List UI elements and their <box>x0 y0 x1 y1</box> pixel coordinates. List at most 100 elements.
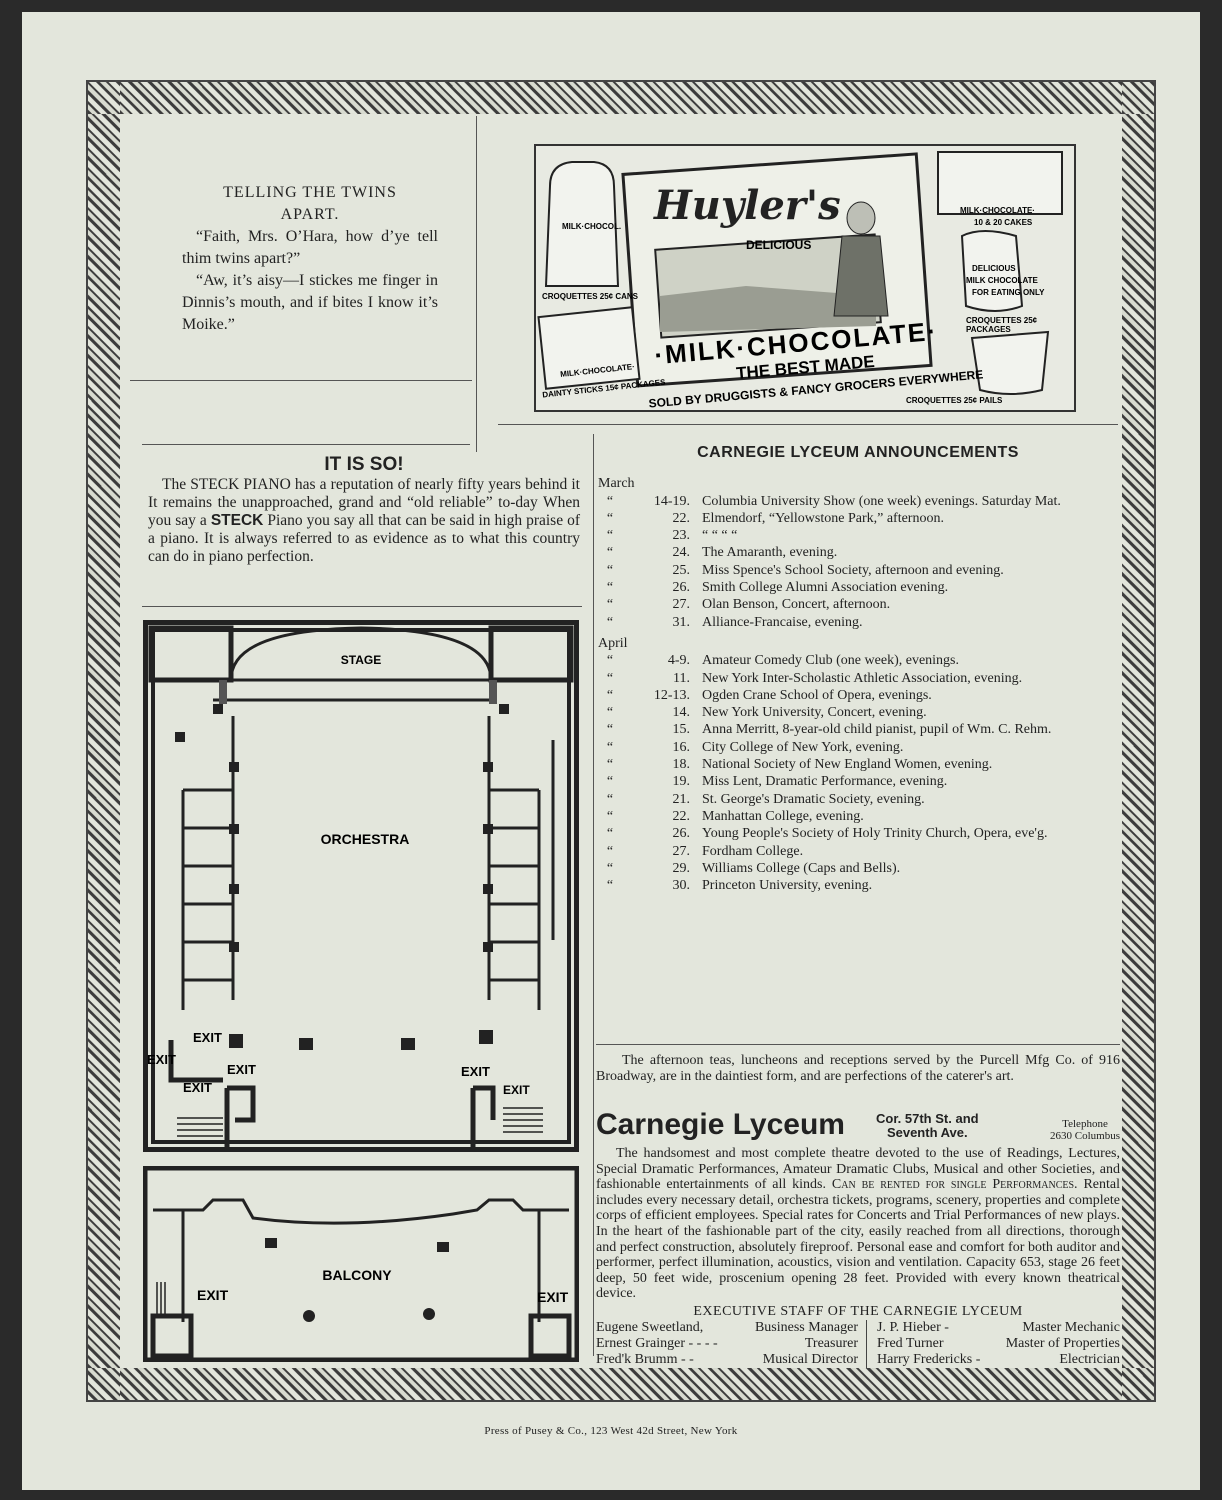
telephone-number: 2630 Columbus <box>1050 1130 1120 1142</box>
ditto-mark: “ <box>606 493 614 509</box>
ditto-mark: “ <box>606 843 614 859</box>
announcement-date: 18. <box>672 757 691 773</box>
announcement-row: “29.Williams College (Caps and Bells). <box>596 860 1120 877</box>
announcement-row: “16.City College of New York, evening. <box>596 739 1120 756</box>
balcony-corner-right <box>528 1313 572 1359</box>
announcement-row: “ 22. Elmendorf, “Yellowstone Park,” after… <box>596 510 1120 527</box>
staff-role: Electrician <box>1059 1352 1120 1367</box>
announcement-date: 30. <box>672 878 691 894</box>
announcement-date: 4-9. <box>667 653 690 669</box>
announcement-date: 26. <box>672 826 691 842</box>
announcement-event: Anna Merritt, 8-year-old child pianist, … <box>702 722 1052 738</box>
divider <box>593 434 594 1356</box>
announcement-row: “26.Smith College Alumni Association eve… <box>596 579 1120 596</box>
ad-tin <box>960 230 1024 312</box>
announcement-event: Fordham College. <box>702 843 804 859</box>
announcement-row: “ 25. Miss Spence's School Society, aftern… <box>596 562 1120 579</box>
announcements-heading: CARNEGIE LYCEUM ANNOUNCEMENTS <box>697 444 1019 461</box>
plan-exit-label: EXIT <box>503 1083 530 1097</box>
ditto-mark: “ <box>606 562 614 578</box>
ad-tin-milk: MILK CHOCOLATE <box>966 276 1038 285</box>
plan-stage-box-left <box>148 625 234 683</box>
ad-cakes-label: 10 & 20 CAKES <box>974 218 1033 227</box>
ditto-mark: “ <box>606 687 614 703</box>
lyceum-telephone: Telephone 2630 Columbus <box>1050 1118 1120 1142</box>
announcement-date: 11. <box>673 670 690 686</box>
address-line: Seventh Ave. <box>886 1125 968 1140</box>
plan-stairs <box>177 1107 543 1137</box>
ditto-mark: “ <box>606 705 614 721</box>
announcement-date: 22. <box>672 808 691 824</box>
orchestra-floor-plan: STAGE ORCHESTRA EXIT EXIT EXIT EXIT EXIT… <box>143 620 579 1152</box>
plan-orchestra-label: ORCHESTRA <box>321 831 410 847</box>
announcement-date: 24. <box>672 545 691 561</box>
staff-row: Eugene Sweetland,Business Manager <box>596 1320 858 1336</box>
announcement-date: 21. <box>672 791 691 807</box>
plan-exit-label: EXIT <box>147 1052 176 1067</box>
ad-tin-delicious: DELICIOUS <box>972 264 1016 273</box>
ditto-mark: “ <box>606 580 614 596</box>
announcement-event: New York University, Concert, evening. <box>702 705 927 721</box>
month-label-march: March <box>598 476 635 492</box>
twins-joke: TELLING THE TWINS APART. “Faith, Mrs. O’… <box>182 182 438 336</box>
ad-box-top-label: MILK·CHOCOLATE· <box>960 206 1035 215</box>
announcement-date: 26. <box>672 580 691 596</box>
steck-piano-notice: IT IS SO! The STECK PIANO has a reputati… <box>148 455 580 566</box>
plan-pillars <box>175 704 509 1050</box>
lyceum-desc-rent: Can be rented for single Performances. <box>831 1177 1078 1193</box>
announcement-date: 12-13. <box>653 687 690 703</box>
announcement-date: 27. <box>672 597 691 613</box>
executive-staff: EXECUTIVE STAFF OF THE CARNEGIE LYCEUM E… <box>596 1304 1120 1368</box>
ad-pail <box>970 330 1050 395</box>
ad-can-label: CROQUETTES 25¢ CANS <box>542 292 639 301</box>
plan-stage-label: STAGE <box>341 653 381 667</box>
divider <box>476 116 477 452</box>
caterer-notice: The afternoon teas, luncheons and recept… <box>596 1053 1120 1084</box>
announcement-date: 22. <box>672 510 691 526</box>
ditto-mark: “ <box>606 545 614 561</box>
ditto-mark: “ <box>606 614 614 630</box>
announcement-row: “27.Olan Benson, Concert, afternoon. <box>596 596 1120 613</box>
april-list: “ 4-9. Amateur Comedy Club (one week), eve… <box>596 652 1120 894</box>
twins-title-cont: APART. <box>280 206 340 223</box>
printer-imprint: Press of Pusey & Co., 123 West 42d Stree… <box>484 1425 738 1437</box>
plan-boxes-left <box>181 788 233 1010</box>
staff-role: Treasurer <box>804 1336 858 1351</box>
announcement-row: “ 4-9. Amateur Comedy Club (one week), eve… <box>596 652 1120 669</box>
announcement-event: Miss Spence's School Society, afternoon … <box>702 562 1004 578</box>
plan-outer-wall <box>143 620 579 1152</box>
staff-role: Musical Director <box>762 1352 858 1367</box>
twins-para: “Faith, Mrs. O’Hara, how d’ye tell thim … <box>182 228 438 267</box>
announcement-row: “18.National Society of New England Wome… <box>596 756 1120 773</box>
announcement-event: Miss Lent, Dramatic Performance, evening… <box>702 774 948 790</box>
announcement-row: “ 22. Manhattan College, evening. <box>596 808 1120 825</box>
announcement-event: City College of New York, evening. <box>702 739 904 755</box>
announcement-row: “23. “ “ “ “ <box>596 527 1120 544</box>
ditto-mark: “ <box>606 510 614 526</box>
announcement-event: New York Inter-Scholastic Athletic Assoc… <box>702 670 1023 686</box>
announcement-event: National Society of New England Women, e… <box>702 757 993 773</box>
announcement-event: St. George's Dramatic Society, evening. <box>702 791 925 807</box>
ditto-mark: “ <box>606 653 614 669</box>
announcement-event: Columbia University Show (one week) even… <box>702 493 1061 509</box>
divider <box>142 444 470 445</box>
twins-para: “Aw, it’s aisy—I stickes me finger in Di… <box>182 272 438 333</box>
announcement-event: Amateur Comedy Club (one week), evenings… <box>702 653 959 669</box>
month-label-april: April <box>598 635 628 651</box>
steck-text-a: The STECK PIANO has a reputation of near… <box>148 476 580 529</box>
ditto-mark: “ <box>606 791 614 807</box>
staff-name: Eugene Sweetland, <box>596 1320 704 1335</box>
ditto-mark: “ <box>606 808 614 824</box>
staff-row: J. P. Hieber -Master Mechanic <box>877 1320 1120 1336</box>
announcement-event: Manhattan College, evening. <box>702 808 864 824</box>
plan-exit-label: EXIT <box>461 1064 490 1079</box>
balcony-pillars <box>265 1238 449 1322</box>
ad-maid-figure <box>833 235 889 317</box>
ad-maid-head <box>846 201 876 235</box>
announcement-row: “11.New York Inter-Scholastic Athletic A… <box>596 670 1120 687</box>
staff-name: Ernest Grainger - - - - <box>596 1336 718 1351</box>
announcement-event: Elmendorf, “Yellowstone Park,” afternoon… <box>702 510 944 526</box>
lyceum-address: Cor. 57th St. and Seventh Ave. <box>876 1112 979 1140</box>
announcement-date: 25. <box>672 562 691 578</box>
